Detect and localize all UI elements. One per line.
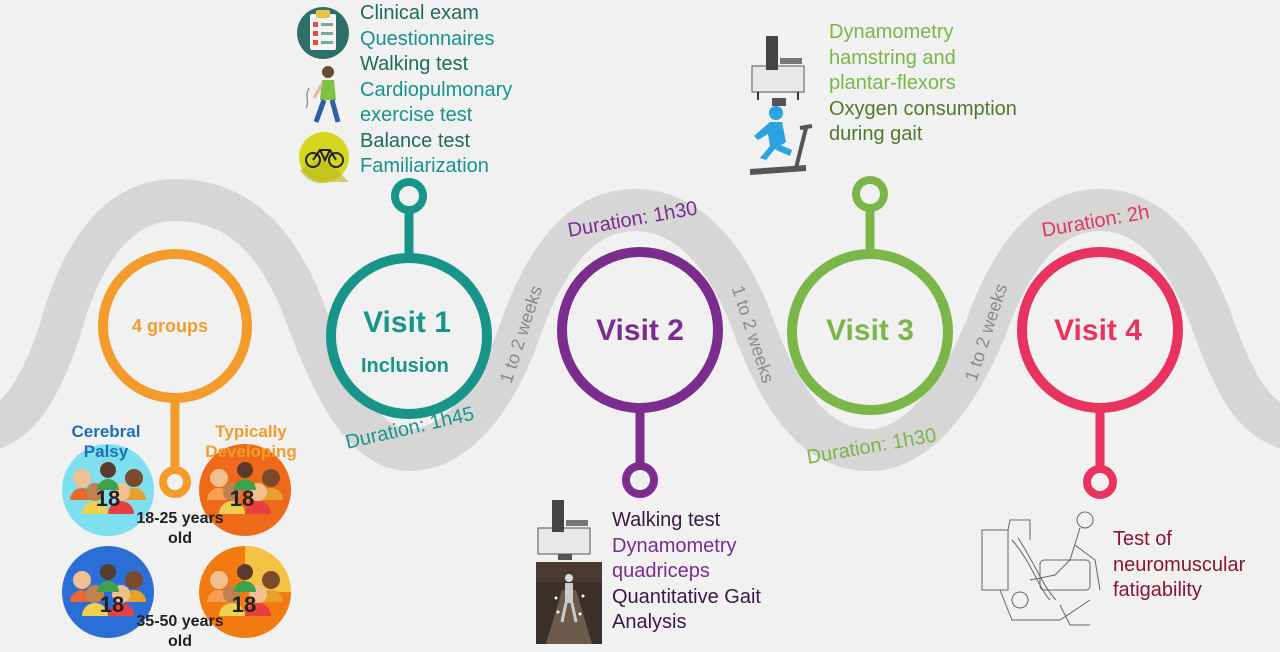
visit1-node: [326, 178, 492, 419]
test-item: during gait: [829, 123, 923, 145]
test-item: Walking test: [360, 53, 469, 75]
people-group-icon: [199, 444, 291, 536]
test-item: Familiarization: [360, 155, 489, 177]
test-item: neuromuscular: [1113, 553, 1246, 576]
age-old-label: 35-50 years old: [136, 613, 224, 650]
visit3-test-list: Dynamometry hamstring and plantar-flexor…: [829, 20, 1017, 148]
fatigue-test-apparatus-icon: [981, 511, 1101, 626]
gait-analysis-photo-icon: [536, 562, 602, 644]
visit3-node: [787, 176, 953, 415]
people-group-icon: [62, 546, 154, 638]
walker-icon: [305, 66, 341, 123]
dynamometer-icon: [751, 36, 805, 106]
group-count: 18: [99, 592, 125, 617]
visit2-title: Visit 2: [596, 314, 684, 347]
people-group-icon: [199, 546, 291, 638]
test-item: quadriceps: [612, 560, 710, 582]
test-item: hamstring and: [829, 46, 956, 69]
test-item: plantar-flexors: [829, 72, 956, 94]
visit2-node: [557, 247, 723, 498]
visit2-test-list: Walking test Dynamometry quadriceps Quan…: [612, 508, 761, 636]
test-item: Cardiopulmonary: [360, 78, 513, 101]
cerebral-palsy-label: Cerebral Palsy: [71, 422, 141, 461]
timeline-track: [0, 178, 1280, 472]
test-item: Analysis: [612, 611, 687, 633]
test-item: fatigability: [1113, 579, 1202, 601]
visit1-subtitle: Inclusion: [361, 355, 449, 377]
test-item: Test of: [1113, 528, 1172, 550]
dynamometer-icon: [537, 500, 591, 560]
test-item: Dynamometry: [612, 534, 737, 557]
group-count: 18: [229, 486, 255, 511]
bicycle-icon: [299, 132, 349, 184]
test-item: Dynamometry: [829, 21, 954, 43]
visit3-title: Visit 3: [826, 314, 914, 347]
test-item: Walking test: [612, 509, 721, 531]
visit1-test-list: Clinical exam Questionnaires Walking tes…: [360, 1, 512, 180]
test-item: Balance test: [360, 129, 471, 152]
test-item: exercise test: [360, 104, 473, 126]
treadmill-runner-icon: [749, 106, 813, 175]
groups-title: 4 groups: [132, 316, 209, 336]
groups-node: [98, 249, 252, 498]
test-item: Oxygen consumption: [829, 97, 1017, 120]
test-item: Questionnaires: [360, 27, 495, 50]
typically-developing-label: Typically Developing: [205, 422, 297, 461]
clipboard-icon: [297, 7, 349, 59]
visit4-title: Visit 4: [1054, 314, 1142, 347]
people-group-icon: [62, 444, 154, 536]
group-count: 18: [231, 592, 257, 617]
visit4-test-list: Test of neuromuscular fatigability: [1113, 527, 1245, 604]
test-item: Quantitative Gait: [612, 585, 761, 608]
visit1-title: Visit 1: [363, 306, 451, 339]
test-item: Clinical exam: [360, 2, 479, 24]
group-count: 18: [95, 486, 121, 511]
visit4-node: [1017, 247, 1183, 499]
age-young-label: 18-25 years old: [136, 510, 224, 547]
